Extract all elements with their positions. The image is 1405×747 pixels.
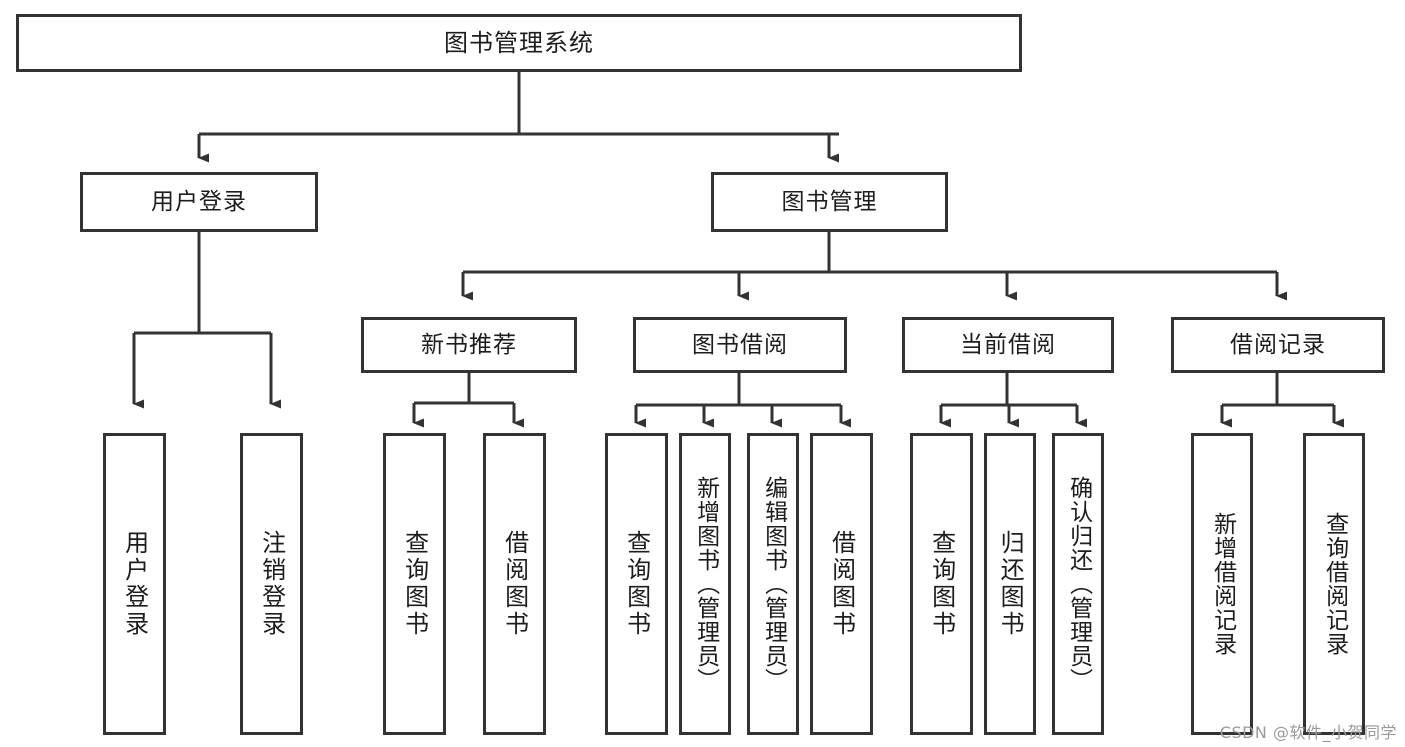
node-label: 借阅图书 — [500, 530, 529, 638]
node-label: 新书推荐 — [421, 331, 517, 358]
node-book-borrow[interactable]: 图书借阅 — [633, 317, 847, 373]
node-label: 图书借阅 — [692, 331, 788, 358]
node-label: 用户登录 — [151, 188, 247, 215]
node-label: 新增图书（管理员） — [692, 476, 719, 692]
leaf-query-borrow-record[interactable]: 查询借阅记录 — [1303, 433, 1365, 735]
node-label: 查询借阅记录 — [1321, 512, 1348, 656]
leaf-query-book-current[interactable]: 查询图书 — [910, 433, 973, 735]
csdn-watermark: CSDN @软件_小贺同学 — [1219, 723, 1397, 742]
node-borrow-records[interactable]: 借阅记录 — [1171, 317, 1385, 373]
node-user-login[interactable]: 用户登录 — [80, 172, 318, 232]
node-label: 编辑图书（管理员） — [760, 476, 787, 692]
node-label: 用户登录 — [120, 530, 149, 638]
leaf-query-book-recommend[interactable]: 查询图书 — [383, 433, 446, 735]
leaf-return-book[interactable]: 归还图书 — [984, 433, 1036, 735]
node-label: 注销登录 — [257, 530, 286, 638]
node-label: 借阅记录 — [1230, 331, 1326, 358]
node-label: 确认归还（管理员） — [1065, 476, 1092, 692]
leaf-logout[interactable]: 注销登录 — [240, 433, 303, 735]
node-label: 查询图书 — [400, 530, 429, 638]
leaf-query-book-borrow[interactable]: 查询图书 — [605, 433, 668, 735]
node-label: 图书管理 — [781, 188, 878, 215]
node-book-management[interactable]: 图书管理 — [711, 172, 948, 232]
leaf-add-book-admin[interactable]: 新增图书（管理员） — [679, 433, 731, 735]
leaf-confirm-return-admin[interactable]: 确认归还（管理员） — [1052, 433, 1104, 735]
node-label: 图书管理系统 — [444, 29, 594, 57]
node-label: 借阅图书 — [827, 530, 856, 638]
node-label: 归还图书 — [996, 530, 1025, 638]
leaf-add-borrow-record[interactable]: 新增借阅记录 — [1191, 433, 1253, 735]
node-root-system[interactable]: 图书管理系统 — [16, 14, 1022, 72]
leaf-borrow-book-recommend[interactable]: 借阅图书 — [483, 433, 546, 735]
node-new-book-recommend[interactable]: 新书推荐 — [361, 317, 577, 373]
node-label: 查询图书 — [622, 530, 651, 638]
node-label: 查询图书 — [927, 530, 956, 638]
leaf-borrow-book[interactable]: 借阅图书 — [810, 433, 873, 735]
node-label: 新增借阅记录 — [1209, 512, 1236, 656]
leaf-edit-book-admin[interactable]: 编辑图书（管理员） — [747, 433, 799, 735]
node-label: 当前借阅 — [960, 331, 1056, 358]
node-current-borrow[interactable]: 当前借阅 — [902, 317, 1114, 373]
leaf-user-login[interactable]: 用户登录 — [103, 433, 166, 735]
